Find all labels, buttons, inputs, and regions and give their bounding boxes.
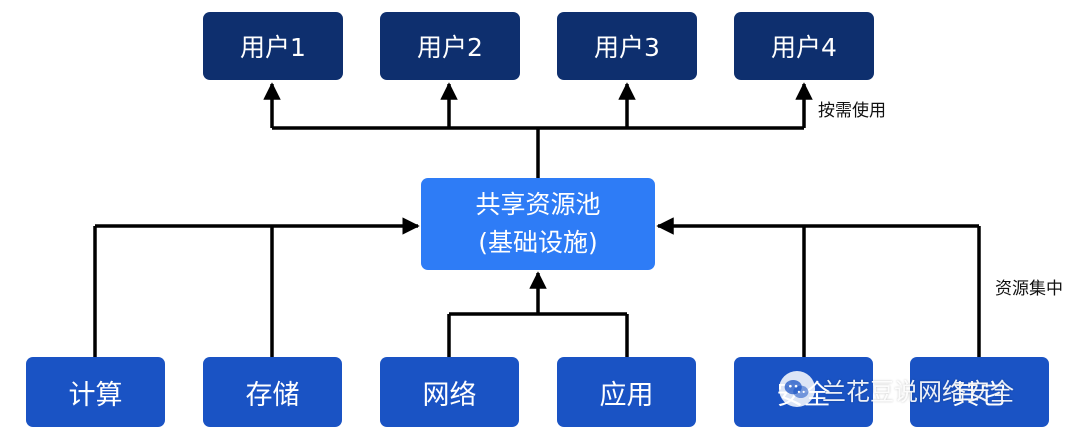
watermark-text: 兰花豆说网络安全 xyxy=(822,377,1014,406)
resource-label: 网络 xyxy=(422,379,477,411)
wechat-icon xyxy=(778,370,816,408)
user-box-2: 用户2 xyxy=(380,12,520,80)
pool-title: 共享资源池 xyxy=(475,190,601,219)
user-box-1: 用户1 xyxy=(203,12,343,80)
resource-label: 存储 xyxy=(245,379,300,411)
resource-box-storage: 存储 xyxy=(203,357,342,427)
resource-label: 其它 xyxy=(952,379,1007,411)
resource-label: 计算 xyxy=(68,379,123,411)
user-label: 用户4 xyxy=(771,33,837,62)
user-label: 用户1 xyxy=(240,33,306,62)
user-box-4: 用户4 xyxy=(734,12,874,80)
on-demand-note: 按需使用 xyxy=(818,101,886,121)
pool-subtitle: (基础设施) xyxy=(478,228,598,257)
user-label: 用户3 xyxy=(594,33,660,62)
user-label: 用户2 xyxy=(417,33,483,62)
user-box-3: 用户3 xyxy=(557,12,697,80)
resource-box-other: 其它 xyxy=(910,357,1049,427)
watermark: 兰花豆说网络安全 xyxy=(778,370,1014,408)
resource-label: 应用 xyxy=(599,379,654,411)
resource-box-network: 网络 xyxy=(380,357,519,427)
resource-box-application: 应用 xyxy=(557,357,696,427)
shared-resource-pool-box: 共享资源池 (基础设施) xyxy=(421,178,655,270)
resource-box-compute: 计算 xyxy=(26,357,165,427)
centralized-note: 资源集中 xyxy=(995,279,1063,299)
